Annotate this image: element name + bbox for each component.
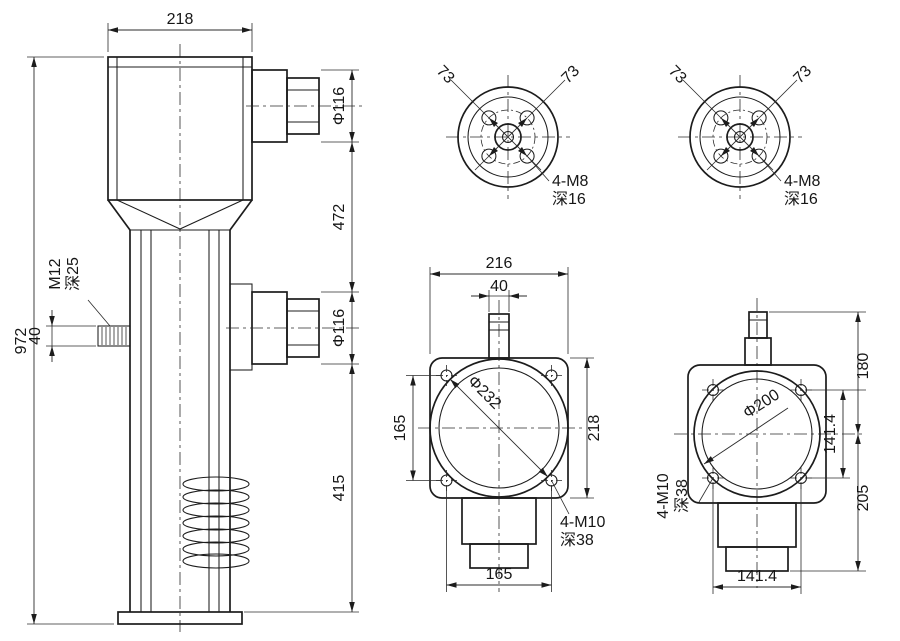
- bore-diameter-line: [703, 407, 789, 465]
- bore-circle: [693, 370, 821, 498]
- dim-total-height-label: 972: [13, 328, 30, 355]
- side-stud: [87, 299, 131, 347]
- stud-leader-line: [87, 299, 111, 327]
- dim-bore-label: Φ232: [464, 373, 504, 413]
- bottom-boss: [461, 497, 537, 569]
- dim-diag-right-label: 73: [559, 62, 584, 87]
- dim-stud-width-label: 40: [490, 278, 508, 295]
- bolt-spec-label: 4-M8: [552, 173, 589, 190]
- dim-bolt-spacing-v-label: 165: [392, 415, 409, 442]
- grading-spring-coil: [182, 476, 250, 569]
- dim-diag-left-label: 73: [665, 63, 690, 88]
- bolt-hole: [519, 148, 535, 164]
- top-stud: [744, 311, 772, 366]
- top-terminal-port: [246, 69, 362, 143]
- bolt-depth-label: 深38: [560, 531, 594, 549]
- stud-thread-label: M12: [47, 258, 64, 289]
- dim-diag-right-label: 73: [791, 62, 816, 87]
- bolt-spec-label: 4-M10: [655, 473, 672, 518]
- bolt-hole: [751, 148, 767, 164]
- middle-terminal-port: [226, 283, 362, 371]
- dim-bolt-spacing-h-label: 165: [486, 566, 513, 583]
- dim-upper-span-label: 472: [331, 204, 348, 231]
- side-elevation-view: 218 972 Φ116 472 Φ116 415 M12 深25: [13, 11, 362, 632]
- dim-lower-span-label: 415: [331, 475, 348, 502]
- bolt-leader-line: [526, 155, 550, 182]
- bottom-boss: [717, 502, 797, 572]
- dim-stud-to-center-label: 180: [855, 353, 872, 380]
- dim-bore-label: Φ200: [740, 386, 782, 422]
- flange-outer-circle: [457, 86, 559, 188]
- dim-width-label: 216: [486, 255, 513, 272]
- bolt-spec-label: 4-M10: [560, 514, 605, 531]
- bore-diameter-line: [449, 378, 549, 478]
- dim-diag-left-label: 73: [433, 63, 458, 88]
- stud-depth-label: 深25: [64, 257, 82, 291]
- dim-height-label: 218: [586, 415, 603, 442]
- bolt-leader-line: [758, 155, 782, 182]
- bolt-depth-label: 深38: [673, 479, 691, 513]
- dim-top-port-dia-label: Φ116: [331, 87, 348, 125]
- top-view-right: 73 73 4-M8 深16: [665, 62, 821, 208]
- base-side-view: Φ200 180 141.4 205 4-M10 深38 141.4: [655, 298, 872, 594]
- bolt-leader-line: [698, 477, 714, 503]
- dim-stud-label: 40: [27, 327, 44, 345]
- dim-top-width-label: 218: [167, 11, 194, 28]
- side-view-dimensions: 218 972 Φ116 472 Φ116 415 M12 深25: [13, 11, 359, 625]
- bore-circle: [429, 358, 569, 498]
- top-view-left: 73 73 4-M8 深16: [433, 62, 589, 208]
- dim-center-to-base-label: 205: [855, 485, 872, 512]
- dim-bolt-spacing-h-label: 141.4: [737, 568, 777, 585]
- top-stud: [488, 313, 510, 359]
- dim-bolt-spacing-v-label: 141.4: [822, 414, 839, 454]
- bolt-spec-label: 4-M8: [784, 173, 821, 190]
- dim-mid-port-dia-label: Φ116: [331, 309, 348, 347]
- bolt-depth-label: 深16: [552, 190, 586, 208]
- flange-outer-circle: [689, 86, 791, 188]
- bolt-leader-line: [551, 480, 570, 515]
- base-flange: [117, 611, 243, 625]
- base-front-view: 216 40 165 218 Φ232 4-M10 深38 165: [392, 255, 605, 592]
- bolt-depth-label: 深16: [784, 190, 818, 208]
- bolt-circle: [712, 109, 768, 165]
- bolt-circle: [480, 109, 536, 165]
- housing-transition: [107, 199, 253, 231]
